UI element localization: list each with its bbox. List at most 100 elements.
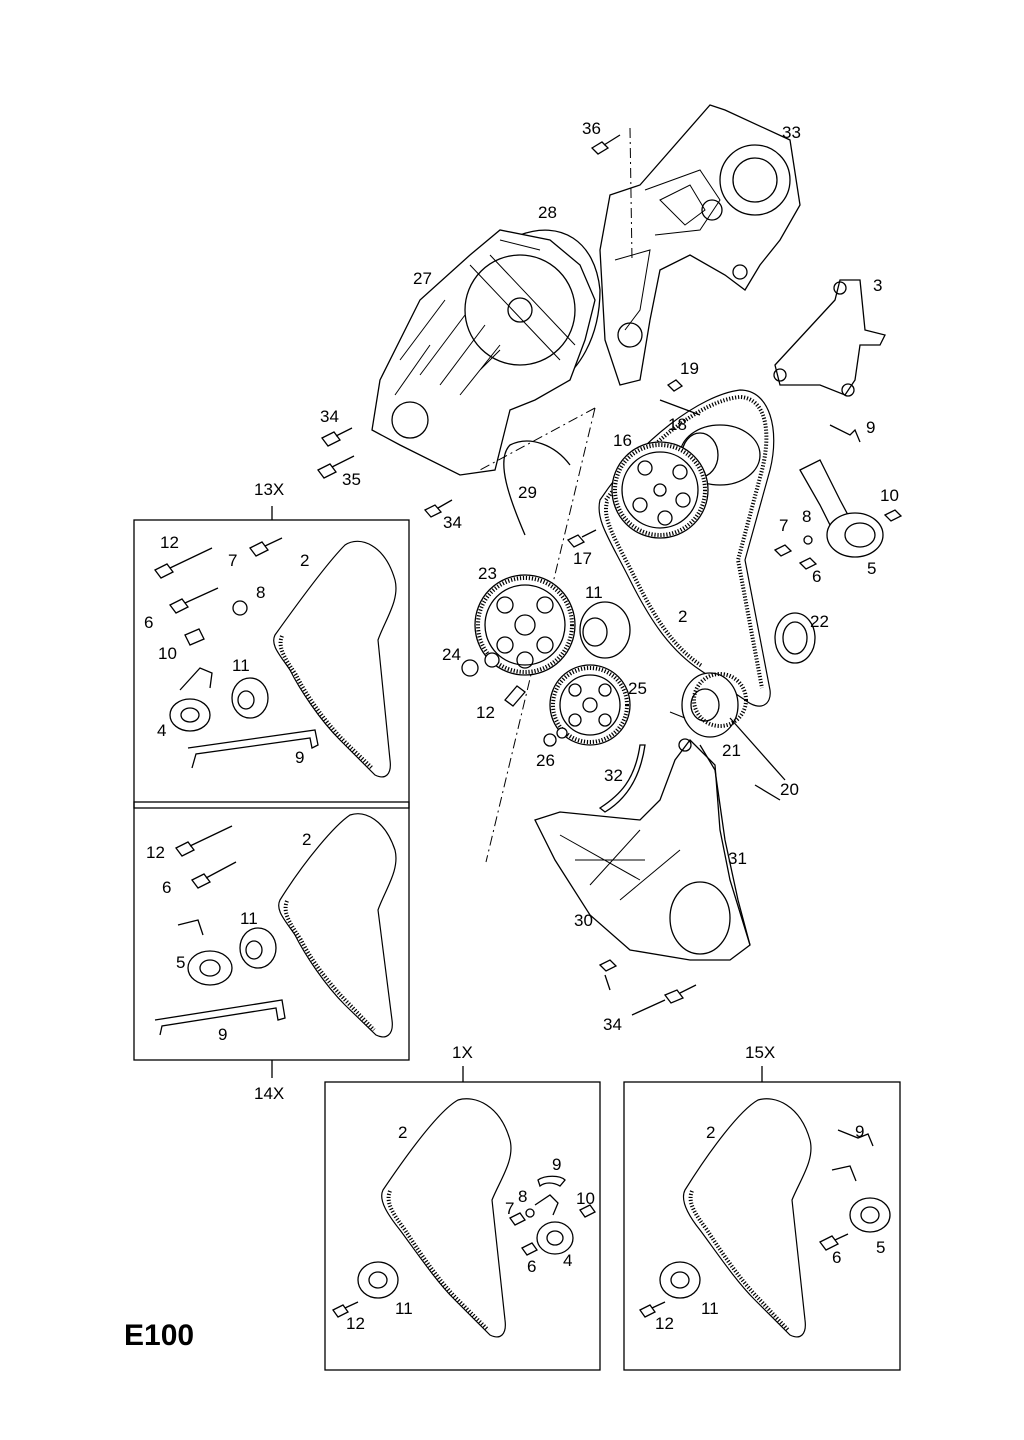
- label-19: 19: [680, 359, 699, 378]
- label-11-main: 11: [585, 583, 603, 602]
- label-28: 28: [538, 203, 557, 222]
- label-15x-6: 6: [832, 1248, 841, 1267]
- label-3: 3: [873, 276, 882, 295]
- nut-24: [461, 652, 500, 677]
- label-2-main: 2: [678, 607, 687, 626]
- label-5-main: 5: [867, 559, 876, 578]
- label-36: 36: [582, 119, 601, 138]
- bolt-19: [666, 379, 684, 392]
- kit-14x: 14X 12 2 6 11 5 9: [133, 801, 410, 1103]
- pulley-25: [549, 664, 631, 746]
- seal-22: [774, 612, 816, 664]
- label-13x-7: 7: [228, 551, 237, 570]
- label-13x-2: 2: [300, 551, 309, 570]
- label-1x-7: 7: [505, 1199, 514, 1218]
- label-7-main: 7: [779, 516, 788, 535]
- bolts-34-35: [317, 427, 453, 518]
- label-13x-8: 8: [256, 583, 265, 602]
- label-14x-12: 12: [146, 843, 165, 862]
- nut-26: [543, 727, 568, 747]
- main-assembly: 36 33 28 27 3 19 18 16 9 10 34 35 29 34 …: [317, 104, 903, 1034]
- label-21: 21: [722, 741, 741, 760]
- label-14x-6: 6: [162, 878, 171, 897]
- kit-15x-box: [623, 1081, 901, 1371]
- center-line-left: [485, 407, 596, 863]
- label-17: 17: [573, 549, 592, 568]
- tensioner-main: [773, 459, 903, 570]
- label-13x-12: 12: [160, 533, 179, 552]
- leader-20: [729, 717, 786, 781]
- label-34-a: 34: [320, 407, 339, 426]
- kit-13x-title: 13X: [254, 480, 284, 499]
- label-13x-10: 10: [158, 644, 177, 663]
- label-29: 29: [518, 483, 537, 502]
- label-20: 20: [780, 780, 799, 799]
- label-15x-11: 11: [701, 1299, 719, 1318]
- label-14x-9: 9: [218, 1025, 227, 1044]
- label-35: 35: [342, 470, 361, 489]
- label-26: 26: [536, 751, 555, 770]
- bolt-17: [566, 534, 586, 548]
- kit-15x-title: 15X: [745, 1043, 775, 1062]
- label-34-b: 34: [443, 513, 462, 532]
- label-31: 31: [728, 849, 747, 868]
- label-16: 16: [613, 431, 632, 450]
- label-15x-12: 12: [655, 1314, 674, 1333]
- label-34-c: 34: [603, 1015, 622, 1034]
- label-30: 30: [574, 911, 593, 930]
- label-14x-2: 2: [302, 830, 311, 849]
- label-13x-11: 11: [232, 656, 250, 675]
- label-14x-5: 5: [176, 953, 185, 972]
- label-15x-9: 9: [855, 1122, 864, 1141]
- label-13x-6: 6: [144, 613, 153, 632]
- kit-13x-box: [133, 519, 410, 809]
- label-10-main: 10: [880, 486, 899, 505]
- bolt-12-main: [504, 685, 526, 707]
- label-15x-5: 5: [876, 1238, 885, 1257]
- kit-1x-box: [324, 1081, 601, 1371]
- label-9-main: 9: [866, 418, 875, 437]
- label-14x-11: 11: [240, 909, 258, 928]
- diagram-code: E100: [124, 1319, 194, 1352]
- kit-1x-title: 1X: [452, 1043, 473, 1062]
- label-1x-6: 6: [527, 1257, 536, 1276]
- label-13x-4: 4: [157, 721, 166, 740]
- pulley-23: [474, 574, 576, 676]
- label-25: 25: [628, 679, 647, 698]
- seal-29: [503, 440, 571, 536]
- spring-9-main: [829, 424, 861, 443]
- kit-15x: 15X 2 9 6 5 12 11: [623, 1043, 901, 1371]
- label-18: 18: [668, 415, 687, 434]
- rear-timing-cover: [599, 104, 801, 386]
- upper-timing-cover: [371, 229, 596, 476]
- label-12-main: 12: [476, 703, 495, 722]
- center-line-top: [479, 407, 596, 471]
- kit-14x-box: [133, 801, 410, 1061]
- label-1x-2: 2: [398, 1123, 407, 1142]
- label-27: 27: [413, 269, 432, 288]
- label-6-main: 6: [812, 567, 821, 586]
- strip-32: [598, 744, 646, 813]
- cam-pulley-16: [611, 441, 709, 539]
- bolt-36: [590, 127, 633, 261]
- leader-21: [754, 784, 781, 801]
- label-8-main: 8: [802, 507, 811, 526]
- label-1x-4: 4: [563, 1251, 572, 1270]
- bracket-3: [773, 279, 886, 397]
- label-13x-9: 9: [295, 748, 304, 767]
- idler-11-main: [579, 601, 631, 659]
- kit-1x: 1X 2 9 7 8 10 6 4 11 12: [324, 1043, 601, 1371]
- label-1x-9: 9: [552, 1155, 561, 1174]
- label-15x-2: 2: [706, 1123, 715, 1142]
- label-22: 22: [810, 612, 829, 631]
- bolts-34-lower: [598, 959, 697, 1016]
- lower-timing-cover: [534, 738, 751, 961]
- kit-14x-title: 14X: [254, 1084, 284, 1103]
- label-1x-12: 12: [346, 1314, 365, 1333]
- kit-13x: 13X 12 7 2 8 6 10 11 4 9: [133, 480, 410, 809]
- label-23: 23: [478, 564, 497, 583]
- label-32: 32: [604, 766, 623, 785]
- label-24: 24: [442, 645, 461, 664]
- label-1x-8: 8: [518, 1187, 527, 1206]
